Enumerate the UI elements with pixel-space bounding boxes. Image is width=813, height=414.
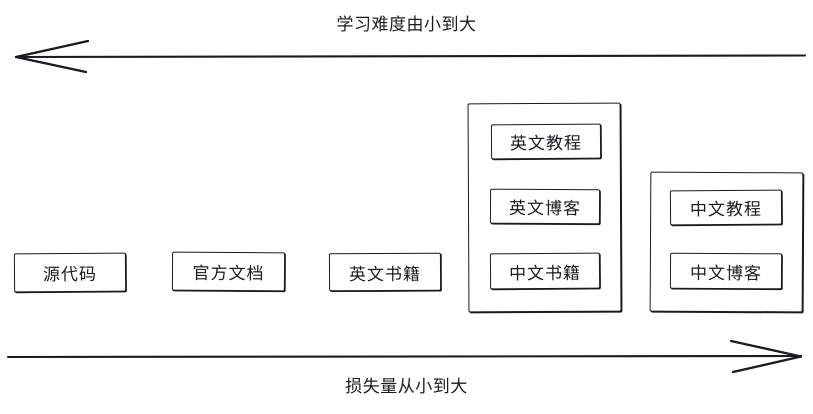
node-label: 官方文档 bbox=[192, 263, 265, 285]
bottom-axis-label: 损失量从小到大 bbox=[345, 377, 468, 397]
node-chinese-books[interactable]: 中文书籍 bbox=[489, 252, 601, 290]
node-english-blog[interactable]: 英文博客 bbox=[489, 188, 601, 225]
node-label: 英文书籍 bbox=[348, 264, 422, 285]
node-label: 中文教程 bbox=[689, 199, 763, 221]
node-english-books[interactable]: 英文书籍 bbox=[328, 252, 442, 292]
node-english-tutorial[interactable]: 英文教程 bbox=[490, 123, 602, 160]
node-source-code[interactable]: 源代码 bbox=[13, 252, 127, 293]
node-label: 中文博客 bbox=[689, 263, 763, 284]
node-label: 英文博客 bbox=[508, 198, 582, 220]
node-chinese-blog[interactable]: 中文博客 bbox=[669, 252, 783, 290]
node-label: 中文书籍 bbox=[508, 263, 582, 284]
loss-axis-arrow bbox=[6, 339, 803, 374]
node-label: 英文教程 bbox=[509, 133, 583, 155]
node-label: 源代码 bbox=[42, 264, 98, 286]
top-axis-label: 学习难度由小到大 bbox=[336, 15, 477, 35]
node-official-docs[interactable]: 官方文档 bbox=[171, 251, 286, 292]
node-chinese-tutorial[interactable]: 中文教程 bbox=[669, 189, 783, 226]
difficulty-axis-arrow bbox=[14, 39, 807, 74]
